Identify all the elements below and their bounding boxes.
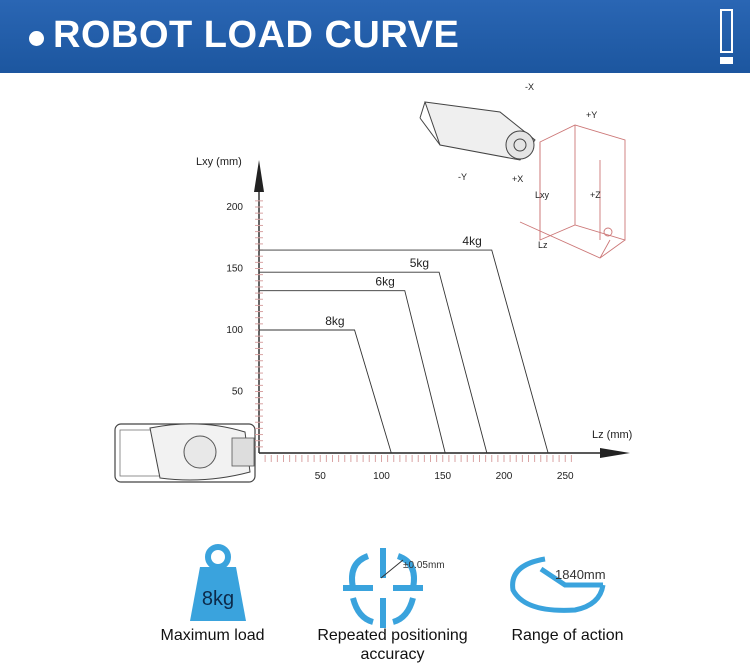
- x-axis-label: Lz (mm): [592, 429, 632, 441]
- series-line-4kg: [259, 249, 549, 454]
- series-line-8kg: [259, 329, 392, 454]
- label-plus-x: +X: [512, 174, 523, 184]
- label-minus-x: -X: [525, 82, 534, 92]
- y-tick-label: 150: [226, 264, 243, 275]
- x-tick-label: 50: [315, 471, 327, 482]
- robot-axes-illustration: [419, 101, 626, 259]
- crosshair-icon: ±0.05mm: [343, 548, 458, 628]
- robot-base-illustration: [114, 423, 256, 483]
- x-tick-label: 100: [373, 471, 390, 482]
- feature-label-max-load: Maximum load: [160, 627, 265, 644]
- series-label-8kg: 8kg: [325, 314, 344, 328]
- y-axis-label: Lxy (mm): [196, 156, 242, 168]
- feature-label-range: Range of action: [511, 627, 624, 644]
- y-tick-label: 100: [226, 325, 243, 336]
- load-curve-chart: -X +Y -Y +X Lxy +Z Lz Lxy (mm) Lz (mm) 5…: [114, 82, 632, 483]
- label-lxy: Lxy: [535, 190, 550, 200]
- tick-labels: 50 100 150 200 50 100 150 200 250: [226, 202, 574, 482]
- feature-label-accuracy: Repeated positioning accuracy: [317, 627, 468, 663]
- series-label-5kg: 5kg: [410, 256, 429, 270]
- series-label-4kg: 4kg: [462, 234, 481, 248]
- label-minus-y: -Y: [458, 172, 467, 182]
- exclamation-dot: [720, 57, 733, 64]
- x-tick-label: 200: [496, 471, 513, 482]
- x-tick-label: 250: [557, 471, 574, 482]
- weight-icon-text: 8kg: [202, 588, 234, 610]
- accuracy-icon-text: ±0.05mm: [403, 560, 445, 571]
- minor-ticks: [255, 200, 572, 462]
- load-series: 4kg 5kg 6kg 8kg: [259, 234, 549, 454]
- series-line-5kg: [259, 271, 488, 454]
- x-tick-label: 150: [434, 471, 451, 482]
- range-icon-text: 1840mm: [555, 567, 606, 582]
- arc-range-icon: 1840mm: [505, 555, 620, 617]
- series-line-6kg: [259, 290, 446, 454]
- axes: Lxy (mm) Lz (mm): [196, 156, 632, 458]
- label-plus-y: +Y: [586, 110, 597, 120]
- page-title: ROBOT LOAD CURVE: [53, 14, 460, 56]
- y-tick-label: 200: [226, 202, 243, 213]
- y-tick-label: 50: [232, 387, 244, 398]
- weight-icon: 8kg: [188, 543, 248, 623]
- series-label-6kg: 6kg: [375, 275, 394, 289]
- label-plus-z: +Z: [590, 190, 601, 200]
- y-axis-arrow: [254, 160, 264, 192]
- x-axis-arrow: [600, 448, 630, 458]
- header-banner: ROBOT LOAD CURVE: [0, 0, 750, 73]
- axis-labels-3d: -X +Y -Y +X Lxy +Z Lz: [458, 82, 601, 250]
- label-lz-3d: Lz: [538, 240, 548, 250]
- exclamation-icon: [720, 9, 733, 53]
- bullet-icon: [29, 31, 44, 46]
